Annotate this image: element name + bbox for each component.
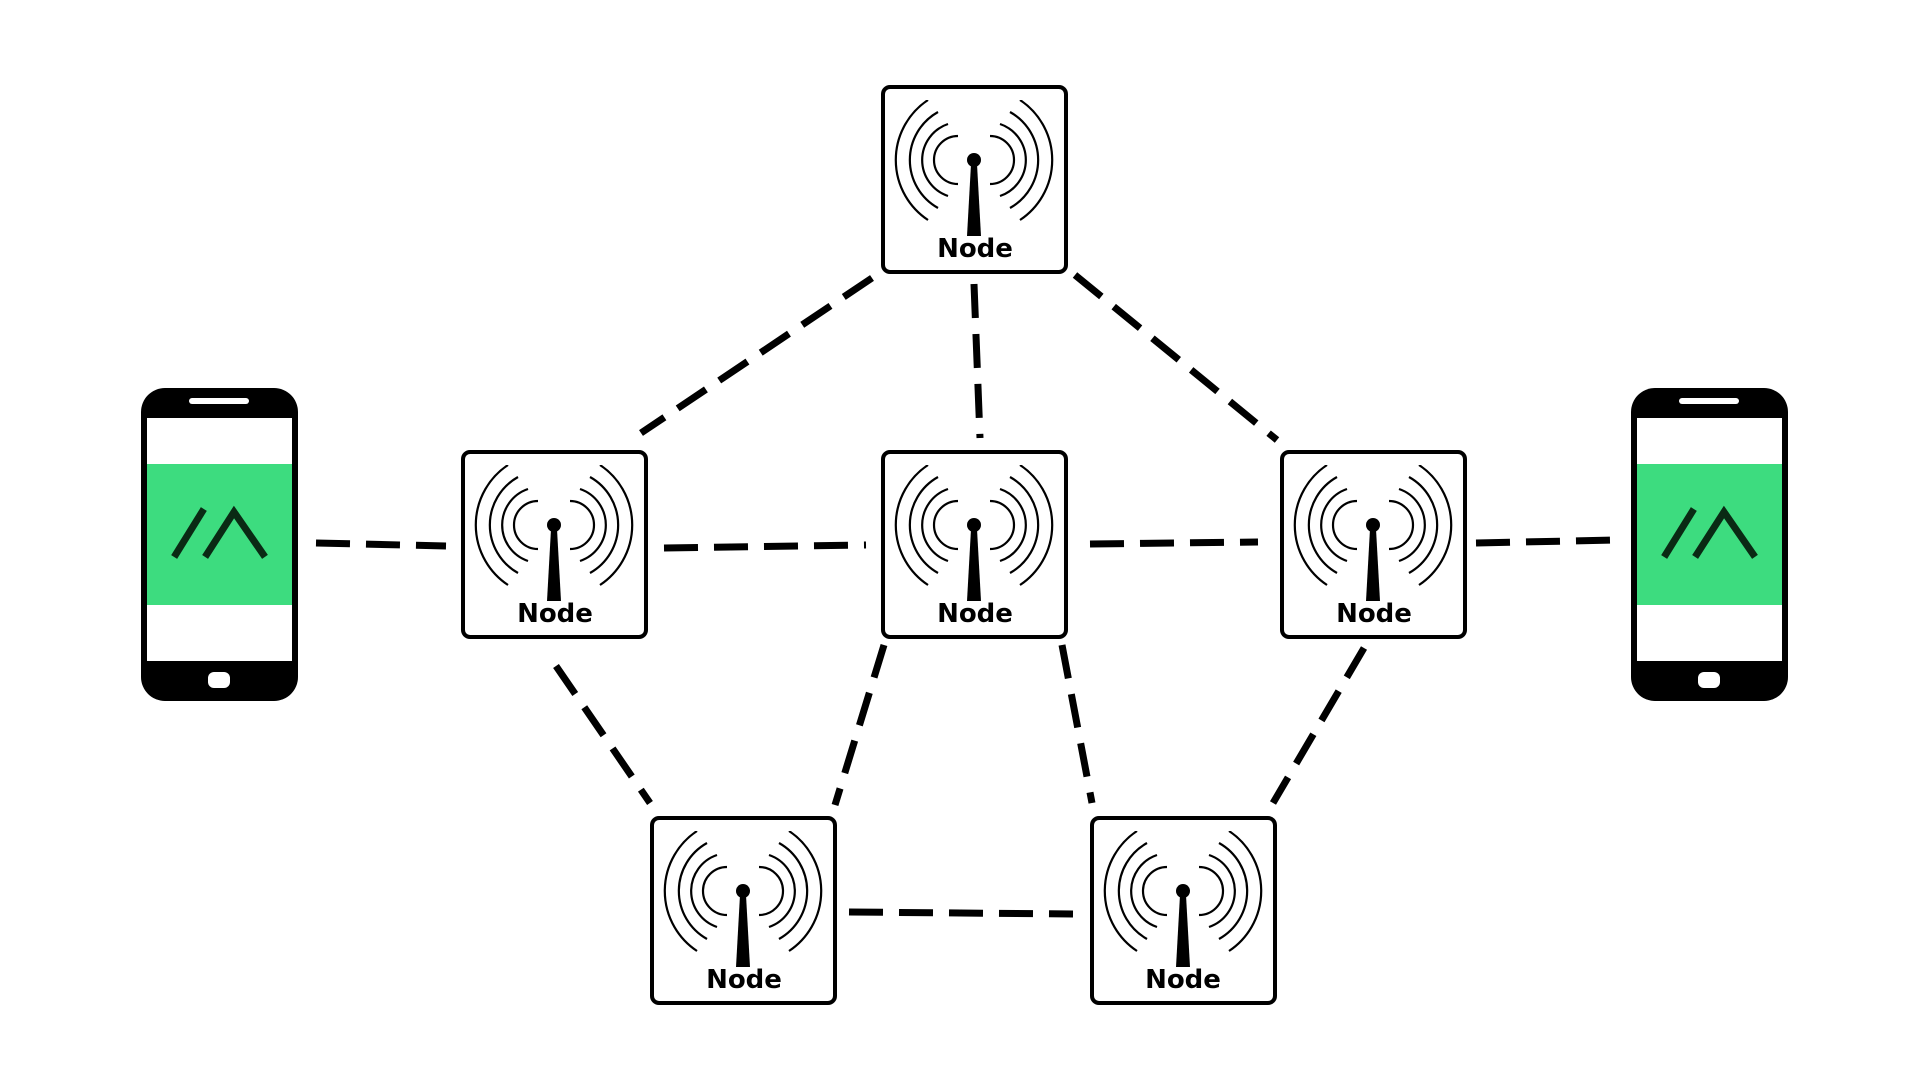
app-logo-icon xyxy=(171,505,268,559)
node-bottom-right: Node xyxy=(1090,816,1277,1005)
node-center: Node xyxy=(881,450,1068,639)
phone-home-button xyxy=(208,672,230,688)
node-top: Node xyxy=(881,85,1068,274)
link-right-node-to-right-phone xyxy=(1475,536,1617,547)
node-label: Node xyxy=(1336,599,1412,629)
right-phone xyxy=(1631,388,1788,701)
link-left-phone-to-left-node xyxy=(315,539,447,550)
phone-speaker xyxy=(1679,398,1739,404)
node-left: Node xyxy=(461,450,648,639)
left-phone xyxy=(141,388,298,701)
link-center-node-to-bottom-right-node xyxy=(1058,644,1096,804)
node-right: Node xyxy=(1280,450,1467,639)
app-logo-icon xyxy=(1661,505,1758,559)
phone-speaker xyxy=(189,398,249,404)
node-label: Node xyxy=(937,599,1013,629)
link-top-node-to-left-node xyxy=(639,275,874,436)
link-top-node-to-right-node xyxy=(1072,272,1280,443)
node-bottom-left: Node xyxy=(650,816,837,1005)
links xyxy=(315,272,1617,918)
link-top-node-to-center-node xyxy=(970,283,984,439)
phone-home-button xyxy=(1698,672,1720,688)
node-label: Node xyxy=(517,599,593,629)
link-left-node-to-bottom-left-node xyxy=(553,664,653,805)
node-label: Node xyxy=(937,234,1013,264)
link-right-node-to-bottom-right-node xyxy=(1269,646,1368,805)
link-center-node-to-right-node xyxy=(1089,538,1259,548)
node-label: Node xyxy=(706,965,782,995)
node-label: Node xyxy=(1145,965,1221,995)
link-left-node-to-center-node xyxy=(663,541,867,552)
link-center-node-to-bottom-left-node xyxy=(831,643,888,807)
link-bottom-left-node-to-bottom-right-node xyxy=(848,908,1074,918)
